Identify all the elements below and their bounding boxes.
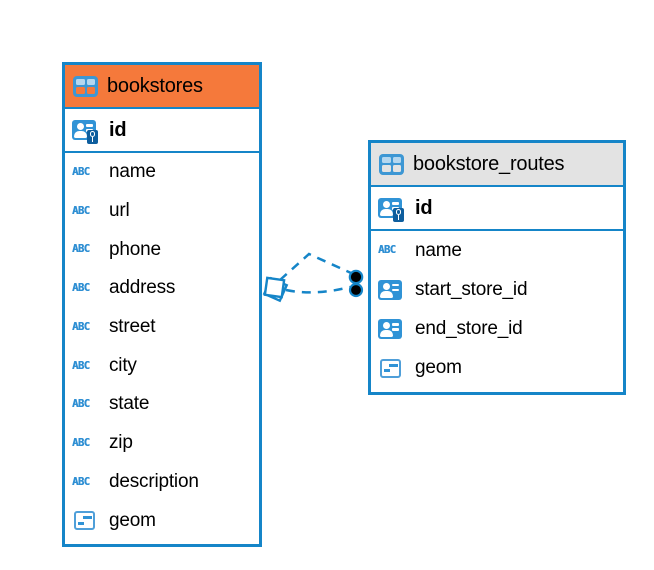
column-name: name bbox=[109, 161, 156, 183]
table-title: bookstores bbox=[107, 74, 203, 97]
text-type-icon: ABC bbox=[72, 282, 90, 295]
column-row-geom[interactable]: geom bbox=[371, 349, 623, 388]
primary-key-icon bbox=[72, 120, 98, 144]
column-row-zip[interactable]: ABC zip bbox=[65, 424, 259, 463]
geometry-type-icon bbox=[380, 358, 401, 378]
column-row-id[interactable]: id bbox=[371, 187, 623, 231]
text-type-icon: ABC bbox=[72, 320, 90, 333]
column-name: street bbox=[109, 316, 156, 338]
column-row-street[interactable]: ABC street bbox=[65, 308, 259, 347]
column-name: name bbox=[415, 239, 462, 261]
text-type-icon: ABC bbox=[72, 359, 90, 372]
column-row-description[interactable]: ABC description bbox=[65, 463, 259, 502]
geometry-type-icon bbox=[74, 511, 95, 531]
text-type-icon: ABC bbox=[72, 166, 90, 179]
column-row-phone[interactable]: ABC phone bbox=[65, 230, 259, 269]
table-icon bbox=[73, 75, 98, 97]
relationship-line-lower[interactable] bbox=[285, 285, 351, 294]
column-name: end_store_id bbox=[415, 318, 523, 340]
relationship-diamond-endpoint[interactable] bbox=[262, 276, 289, 303]
text-type-icon: ABC bbox=[378, 244, 396, 257]
column-name: phone bbox=[109, 238, 161, 260]
primary-key-icon bbox=[378, 198, 404, 222]
table-bookstores[interactable]: bookstores id ABC name ABC url ABC phone… bbox=[62, 62, 262, 547]
column-name: zip bbox=[109, 432, 133, 454]
table-bookstores-header[interactable]: bookstores bbox=[65, 65, 259, 109]
column-list: ABC name start_store_id end_store_id geo… bbox=[371, 231, 623, 388]
text-type-icon: ABC bbox=[72, 243, 90, 256]
foreign-key-icon bbox=[378, 279, 402, 300]
column-row-city[interactable]: ABC city bbox=[65, 346, 259, 385]
column-row-url[interactable]: ABC url bbox=[65, 192, 259, 231]
table-bookstore-routes[interactable]: bookstore_routes id ABC name start_store… bbox=[368, 140, 626, 395]
column-name: id bbox=[415, 196, 433, 219]
column-list: ABC name ABC url ABC phone ABC address A… bbox=[65, 153, 259, 540]
relationship-dot-endpoint[interactable] bbox=[348, 269, 364, 298]
text-type-icon: ABC bbox=[72, 204, 90, 217]
column-name: city bbox=[109, 354, 137, 376]
column-name: geom bbox=[415, 357, 462, 379]
column-name: url bbox=[109, 200, 130, 222]
column-row-name[interactable]: ABC name bbox=[65, 153, 259, 192]
column-name: start_store_id bbox=[415, 278, 528, 300]
text-type-icon: ABC bbox=[72, 475, 90, 488]
column-row-address[interactable]: ABC address bbox=[65, 269, 259, 308]
table-bookstore-routes-header[interactable]: bookstore_routes bbox=[371, 143, 623, 187]
column-row-geom[interactable]: geom bbox=[65, 501, 259, 540]
column-name: address bbox=[109, 277, 176, 299]
foreign-key-icon bbox=[378, 319, 402, 340]
column-name: state bbox=[109, 393, 150, 415]
table-title: bookstore_routes bbox=[413, 152, 565, 175]
column-row-id[interactable]: id bbox=[65, 109, 259, 153]
text-type-icon: ABC bbox=[72, 398, 90, 411]
column-row-start-store-id[interactable]: start_store_id bbox=[371, 270, 623, 309]
column-row-state[interactable]: ABC state bbox=[65, 385, 259, 424]
column-name: description bbox=[109, 470, 199, 492]
table-icon bbox=[379, 153, 404, 175]
column-row-end-store-id[interactable]: end_store_id bbox=[371, 310, 623, 349]
column-name: geom bbox=[109, 509, 156, 531]
column-row-name[interactable]: ABC name bbox=[371, 231, 623, 270]
text-type-icon: ABC bbox=[72, 436, 90, 449]
column-name: id bbox=[109, 118, 127, 141]
relationship-line-upper[interactable] bbox=[279, 252, 352, 281]
